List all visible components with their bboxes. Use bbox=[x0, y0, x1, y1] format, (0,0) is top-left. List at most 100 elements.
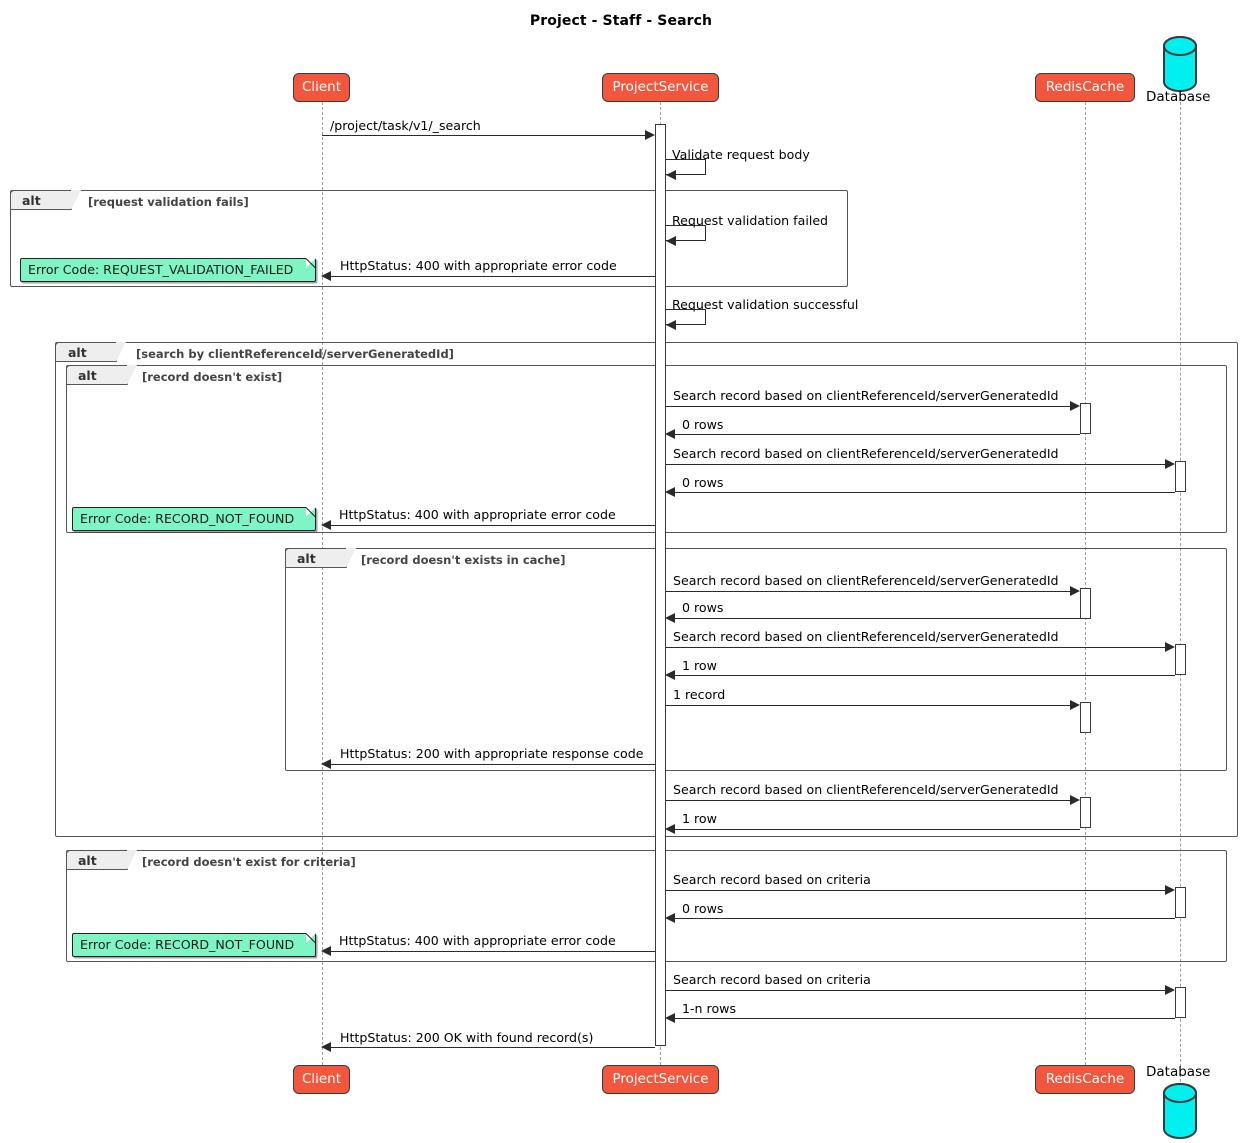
arrow-head-m6 bbox=[1070, 401, 1080, 411]
alt-label-5: alt bbox=[78, 853, 97, 868]
alt-label-1: alt bbox=[22, 193, 41, 208]
message-line-m8 bbox=[666, 464, 1166, 465]
alt-frame-record-not-exist-criteria bbox=[66, 850, 1227, 962]
alt-frame-record-not-in-cache bbox=[285, 548, 1227, 771]
message-line-m23 bbox=[674, 1018, 1175, 1019]
note-fold-3 bbox=[306, 933, 316, 943]
message-line-m13 bbox=[666, 647, 1166, 648]
participant-projectservice-bottom[interactable]: ProjectService bbox=[602, 1065, 719, 1094]
message-label-m21: HttpStatus: 400 with appropriate error c… bbox=[339, 933, 616, 948]
arrow-head-m15 bbox=[1070, 700, 1080, 710]
message-label-m7: 0 rows bbox=[682, 417, 724, 432]
alt-frame-validation-fails bbox=[10, 190, 848, 287]
alt-label-2: alt bbox=[68, 345, 87, 360]
lifeline-database bbox=[1180, 92, 1181, 1087]
message-line-m14 bbox=[674, 675, 1175, 676]
arrow-head-m22 bbox=[1165, 985, 1175, 995]
arrow-head-m24 bbox=[321, 1042, 331, 1052]
alt-frame-search-by-id bbox=[55, 342, 1238, 837]
message-label-m1: /project/task/v1/_search bbox=[330, 118, 481, 133]
message-line-m15 bbox=[666, 705, 1071, 706]
message-line-m17 bbox=[666, 800, 1071, 801]
arrow-head-m5 bbox=[666, 320, 676, 330]
message-label-m19: Search record based on criteria bbox=[673, 872, 871, 887]
activation-rediscache-1 bbox=[1080, 403, 1091, 434]
alt-tab-clip-2 bbox=[55, 342, 127, 363]
activation-rediscache-3 bbox=[1080, 702, 1091, 733]
alt-tab-clip-3 bbox=[66, 365, 138, 386]
self-message-m3 bbox=[666, 225, 706, 241]
participant-database-top-label: Database bbox=[1146, 89, 1211, 105]
alt-label-4: alt bbox=[297, 551, 316, 566]
message-label-m14: 1 row bbox=[682, 658, 717, 673]
arrow-head-m9 bbox=[665, 487, 675, 497]
participant-client-top[interactable]: Client bbox=[293, 73, 350, 102]
message-line-m6 bbox=[666, 406, 1071, 407]
arrow-head-m17 bbox=[1070, 795, 1080, 805]
alt-condition-3: [record doesn't exist] bbox=[142, 370, 283, 384]
activation-projectservice-main bbox=[655, 124, 666, 1046]
alt-tab-validation-fails bbox=[10, 190, 81, 210]
alt-tab-clip-4 bbox=[285, 548, 357, 569]
message-line-m11 bbox=[666, 591, 1071, 592]
alt-tab-record-not-exist bbox=[66, 365, 137, 385]
alt-condition-4: [record doesn't exists in cache] bbox=[361, 553, 566, 567]
arrow-head-m8 bbox=[1165, 459, 1175, 469]
arrow-head-m12 bbox=[665, 613, 675, 623]
alt-tab-search-by-id bbox=[55, 342, 126, 362]
self-message-m5 bbox=[666, 309, 706, 325]
arrow-head-m16 bbox=[321, 759, 331, 769]
message-label-m15: 1 record bbox=[673, 687, 726, 702]
lifeline-client bbox=[322, 102, 323, 1065]
alt-condition-1: [request validation fails] bbox=[88, 195, 249, 209]
message-label-m2: Validate request body bbox=[672, 147, 810, 162]
arrow-head-m23 bbox=[665, 1013, 675, 1023]
alt-condition-2: [search by clientReferenceId/serverGener… bbox=[136, 347, 454, 361]
arrow-head-m3 bbox=[666, 236, 676, 246]
participant-rediscache-top[interactable]: RedisCache bbox=[1035, 73, 1135, 102]
arrow-head-m1 bbox=[645, 130, 655, 140]
message-label-m12: 0 rows bbox=[682, 600, 724, 615]
message-label-m11: Search record based on clientReferenceId… bbox=[673, 573, 1059, 588]
activation-database-2 bbox=[1175, 644, 1186, 675]
message-line-m4 bbox=[330, 276, 655, 277]
alt-tab-record-not-in-cache bbox=[285, 548, 356, 568]
database-icon-top[interactable] bbox=[1162, 36, 1198, 92]
message-line-m7 bbox=[674, 434, 1080, 435]
message-label-m10: HttpStatus: 400 with appropriate error c… bbox=[339, 507, 616, 522]
message-label-m16: HttpStatus: 200 with appropriate respons… bbox=[340, 746, 644, 761]
arrow-head-m7 bbox=[665, 429, 675, 439]
arrow-head-m18 bbox=[665, 824, 675, 834]
alt-tab-record-not-exist-criteria bbox=[66, 850, 137, 870]
message-label-m18: 1 row bbox=[682, 811, 717, 826]
message-label-m8: Search record based on clientReferenceId… bbox=[673, 446, 1059, 461]
message-line-m16 bbox=[330, 764, 655, 765]
arrow-head-m11 bbox=[1070, 586, 1080, 596]
message-line-m20 bbox=[674, 918, 1175, 919]
note-fold-2 bbox=[306, 507, 316, 517]
message-label-m6: Search record based on clientReferenceId… bbox=[673, 388, 1059, 403]
participant-client-bottom[interactable]: Client bbox=[293, 1065, 350, 1094]
activation-rediscache-2 bbox=[1080, 588, 1091, 619]
participant-projectservice-top[interactable]: ProjectService bbox=[602, 73, 719, 102]
arrow-head-m21 bbox=[321, 946, 331, 956]
participant-rediscache-bottom[interactable]: RedisCache bbox=[1035, 1065, 1135, 1094]
message-line-m12 bbox=[674, 618, 1080, 619]
note-request-validation-failed: Error Code: REQUEST_VALIDATION_FAILED bbox=[20, 258, 316, 282]
message-line-m22 bbox=[666, 990, 1166, 991]
self-message-m2 bbox=[666, 159, 706, 175]
note-record-not-found-1: Error Code: RECORD_NOT_FOUND bbox=[72, 507, 316, 531]
database-icon-bottom[interactable] bbox=[1162, 1083, 1198, 1139]
activation-database-4 bbox=[1175, 987, 1186, 1018]
arrow-head-m10 bbox=[321, 520, 331, 530]
message-line-m1 bbox=[322, 135, 646, 136]
alt-tab-clip-5 bbox=[66, 850, 138, 871]
note-fold-1 bbox=[306, 258, 316, 268]
arrow-head-m19 bbox=[1165, 885, 1175, 895]
lifeline-rediscache bbox=[1085, 102, 1086, 1065]
arrow-head-m13 bbox=[1165, 642, 1175, 652]
page-title: Project - Staff - Search bbox=[529, 13, 713, 29]
alt-condition-5: [record doesn't exist for criteria] bbox=[142, 855, 356, 869]
arrow-head-m4 bbox=[321, 271, 331, 281]
